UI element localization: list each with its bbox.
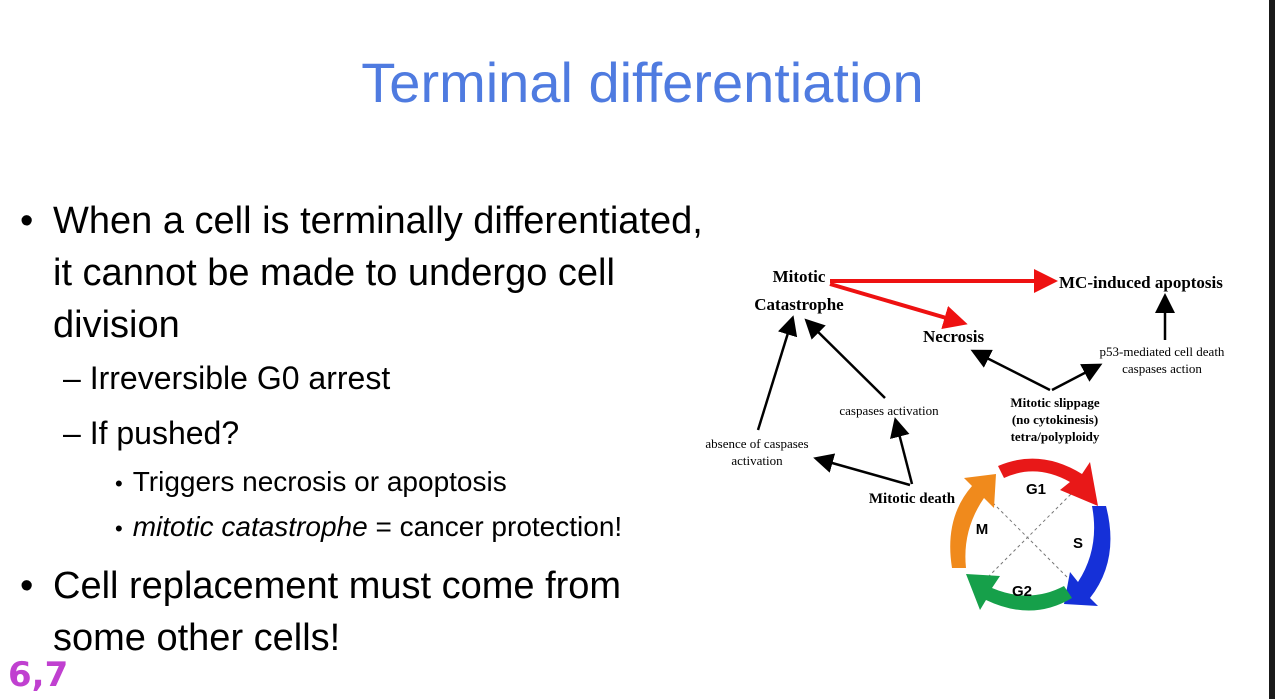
bullet-2-line-1: Cell replacement must come from bbox=[53, 565, 622, 607]
bullet-dot: • bbox=[20, 565, 34, 607]
subsub-bullet-2-text: = cancer protection! bbox=[367, 511, 623, 542]
phase-g2-label: G2 bbox=[1012, 583, 1032, 600]
label-p53-2: caspases action bbox=[1122, 361, 1202, 376]
cycle-divider bbox=[979, 489, 1076, 586]
bullet-1: • When a cell is terminally differentiat… bbox=[20, 195, 800, 351]
g1-arrow bbox=[998, 458, 1098, 506]
arrow-caspases-to-catastrophe bbox=[804, 318, 886, 399]
phase-s-label: S bbox=[1073, 535, 1083, 552]
bullet-1-line-3: division bbox=[53, 304, 180, 346]
bullet-1-line-1: When a cell is terminally differentiated… bbox=[53, 200, 703, 242]
bullet-1-line-2: it cannot be made to undergo cell bbox=[53, 252, 615, 294]
slide-title: Terminal differentiation bbox=[361, 51, 924, 114]
bullet-dot: • bbox=[115, 516, 123, 541]
label-slippage-3: tetra/polyploidy bbox=[1011, 429, 1100, 444]
label-catastrophe: Catastrophe bbox=[754, 295, 844, 314]
m-arrow bbox=[950, 474, 996, 568]
label-slippage-2: (no cytokinesis) bbox=[1012, 412, 1098, 427]
label-mitotic-death: Mitotic death bbox=[869, 491, 956, 507]
label-slippage-1: Mitotic slippage bbox=[1010, 395, 1099, 410]
arrow-slippage-to-p53 bbox=[1051, 363, 1103, 392]
arrow-death-to-caspases bbox=[890, 417, 914, 485]
subsub-bullet-2: • mitotic catastrophe = cancer protection… bbox=[115, 511, 622, 543]
label-mitotic: Mitotic bbox=[773, 267, 826, 286]
label-necrosis: Necrosis bbox=[923, 327, 984, 346]
bullet-2: • Cell replacement must come from some o… bbox=[20, 560, 720, 664]
arrow-death-to-absence bbox=[813, 453, 911, 487]
bullet-dot: • bbox=[20, 200, 34, 242]
subsub-bullet-2-italic: mitotic catastrophe bbox=[132, 511, 368, 542]
arrow-absence-to-catastrophe bbox=[756, 315, 798, 431]
subsub-bullet-1: • Triggers necrosis or apoptosis bbox=[115, 466, 507, 498]
page-number: 6,7 bbox=[8, 655, 69, 695]
sub-bullet-1: – Irreversible G0 arrest bbox=[63, 360, 391, 396]
bullet-dot: • bbox=[115, 471, 123, 496]
window-edge bbox=[1269, 0, 1275, 699]
bullet-2-line-2: some other cells! bbox=[53, 617, 341, 659]
subsub-bullet-1-text: Triggers necrosis or apoptosis bbox=[132, 466, 507, 497]
g2-arrow bbox=[966, 574, 1072, 611]
sub-bullet-2: – If pushed? bbox=[63, 415, 240, 451]
s-arrow bbox=[1064, 506, 1111, 606]
arrow-slippage-to-necrosis bbox=[970, 349, 1051, 392]
label-p53-1: p53-mediated cell death bbox=[1100, 344, 1225, 359]
label-absence-1: absence of caspases bbox=[705, 436, 808, 451]
label-caspases-activation: caspases activation bbox=[839, 403, 939, 418]
phase-m-label: M bbox=[976, 521, 989, 538]
phase-g1-label: G1 bbox=[1026, 481, 1046, 498]
label-absence-2: activation bbox=[731, 453, 783, 468]
arrow-to-necrosis bbox=[829, 282, 968, 330]
label-mc-apoptosis: MC-induced apoptosis bbox=[1059, 273, 1223, 292]
